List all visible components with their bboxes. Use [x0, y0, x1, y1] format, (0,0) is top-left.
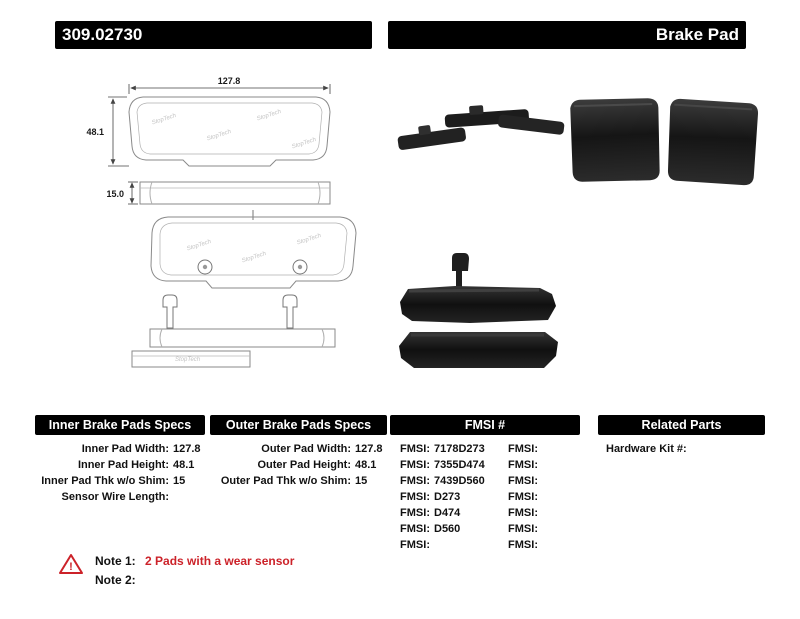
watermark-text: StopTech [206, 129, 232, 143]
fmsi-section: FMSI # FMSI:7178D273 FMSI: FMSI:7355D474… [390, 415, 580, 553]
photo-small-pads [397, 105, 565, 150]
watermark-text: StopTech [151, 113, 177, 127]
spec-row-outer-thickness: Outer Pad Thk w/o Shim: 15 [220, 475, 368, 487]
spec-row-inner-height: Inner Pad Height: 48.1 [77, 459, 195, 471]
height-dimension-label: 48.1 [86, 127, 104, 137]
photo-pad-right [667, 98, 759, 186]
fmsi-row: FMSI: FMSI: [400, 539, 538, 551]
watermark-text: StopTech [241, 251, 267, 265]
fmsi-row: FMSI:D560 FMSI: [400, 523, 538, 535]
fmsi-row: FMSI:D273 FMSI: [400, 491, 538, 503]
outer-specs-title: Outer Brake Pads Specs [225, 418, 372, 432]
thickness-dimension-label: 15.0 [106, 189, 124, 199]
photo-pad-left [570, 98, 660, 182]
outer-specs-section: Outer Brake Pads Specs Outer Pad Width: … [210, 415, 387, 489]
spec-row-outer-width: Outer Pad Width: 127.8 [261, 443, 383, 455]
fmsi-header: FMSI # [390, 415, 580, 435]
inner-specs-section: Inner Brake Pads Specs Inner Pad Width: … [35, 415, 205, 505]
thickness-dimension [128, 181, 138, 205]
watermark-text: StopTech [291, 137, 317, 151]
fmsi-row: FMSI:7439D560 FMSI: [400, 475, 538, 487]
spec-row-inner-width: Inner Pad Width: 127.8 [81, 443, 201, 455]
pad-side-view-drawing [139, 181, 331, 205]
wear-sensor-pins-drawing [162, 294, 298, 329]
spec-row-sensor-wire-length: Sensor Wire Length: [61, 491, 169, 503]
watermark-text: StopTech [186, 239, 212, 253]
height-dimension [108, 96, 129, 167]
product-type-bar: Brake Pad [388, 21, 746, 49]
width-dimension-label: 127.8 [218, 76, 241, 86]
photo-edge-pad-with-sensor [400, 253, 556, 323]
part-number-bar: 309.02730 [55, 21, 372, 49]
product-type: Brake Pad [655, 25, 739, 44]
width-dimension [128, 84, 331, 94]
fmsi-row: FMSI:D474 FMSI: [400, 507, 538, 519]
pad-front-view-sensor-drawing [150, 210, 357, 289]
inner-specs-header: Inner Brake Pads Specs [35, 415, 205, 435]
watermark-text: StopTech [296, 233, 322, 247]
related-parts-section: Related Parts Hardware Kit #: [598, 415, 765, 457]
pad-side-strip-drawing [131, 328, 336, 368]
warning-icon: ! [59, 554, 83, 574]
note-1: Note 1: 2 Pads with a wear sensor [95, 554, 294, 568]
related-parts-title: Related Parts [641, 418, 722, 432]
fmsi-row: FMSI:7355D474 FMSI: [400, 459, 538, 471]
technical-diagram: StopTech StopTech StopTech StopTech 127.… [86, 76, 759, 368]
fmsi-row: FMSI:7178D273 FMSI: [400, 443, 538, 455]
outer-specs-header: Outer Brake Pads Specs [210, 415, 387, 435]
inner-specs-title: Inner Brake Pads Specs [48, 418, 192, 432]
spec-row-inner-thickness: Inner Pad Thk w/o Shim: 15 [41, 475, 186, 487]
watermark-text: StopTech [175, 357, 201, 363]
svg-text:!: ! [69, 561, 73, 573]
watermark-text: StopTech [256, 109, 282, 123]
note-1-text: 2 Pads with a wear sensor [145, 554, 295, 568]
fmsi-title: FMSI # [464, 418, 506, 432]
related-parts-header: Related Parts [598, 415, 765, 435]
note-2: Note 2: [95, 573, 142, 587]
photo-edge-pad [399, 332, 558, 368]
pad-front-view-drawing [128, 96, 331, 167]
spec-row-outer-height: Outer Pad Height: 48.1 [257, 459, 377, 471]
note-2-label: Note 2: [95, 573, 136, 587]
spec-row-hardware-kit: Hardware Kit #: [606, 443, 687, 455]
part-number: 309.02730 [62, 25, 143, 44]
note-1-label: Note 1: [95, 554, 136, 568]
